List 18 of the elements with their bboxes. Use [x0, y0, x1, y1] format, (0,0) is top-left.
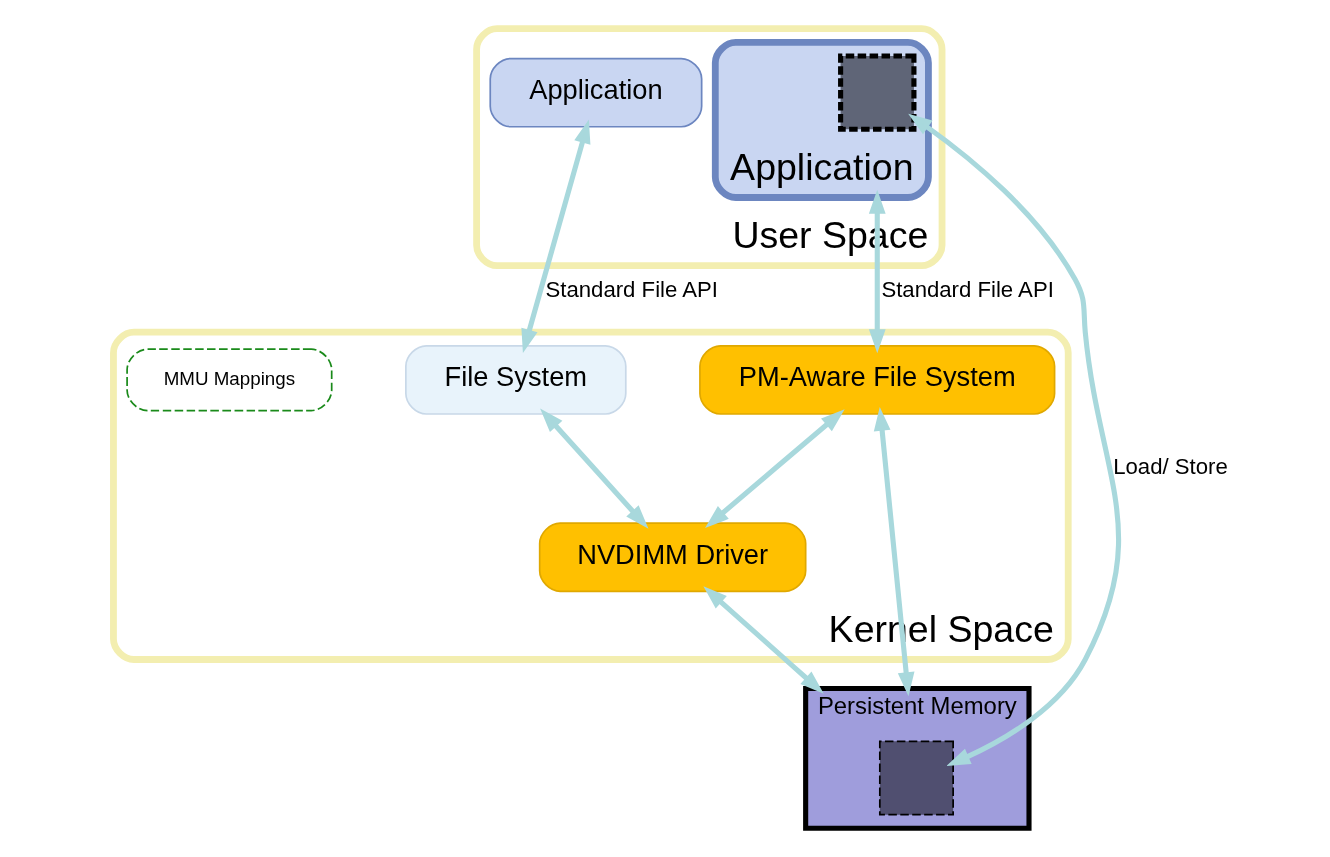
arrow: [540, 408, 649, 529]
arrow: [908, 113, 1121, 766]
edge-label: Standard File API: [545, 277, 718, 303]
arrow: [868, 189, 886, 354]
edge-label: Load/ Store: [1113, 454, 1228, 480]
node-box: MMU Mappings: [126, 348, 333, 412]
node-box: [838, 53, 917, 132]
node-box: NVDIMM Driver: [538, 522, 807, 593]
edge-label: Standard File API: [881, 277, 1054, 303]
arrow: [521, 119, 591, 354]
arrow: [705, 409, 845, 528]
node-box: Application: [489, 57, 703, 128]
node-box: [878, 740, 954, 816]
node-box: PM-Aware File System: [699, 344, 1056, 415]
cluster: Persistent Memory: [803, 685, 1032, 831]
node-box: File System: [405, 344, 627, 415]
arrow: [873, 406, 915, 697]
arrow: [703, 586, 824, 694]
